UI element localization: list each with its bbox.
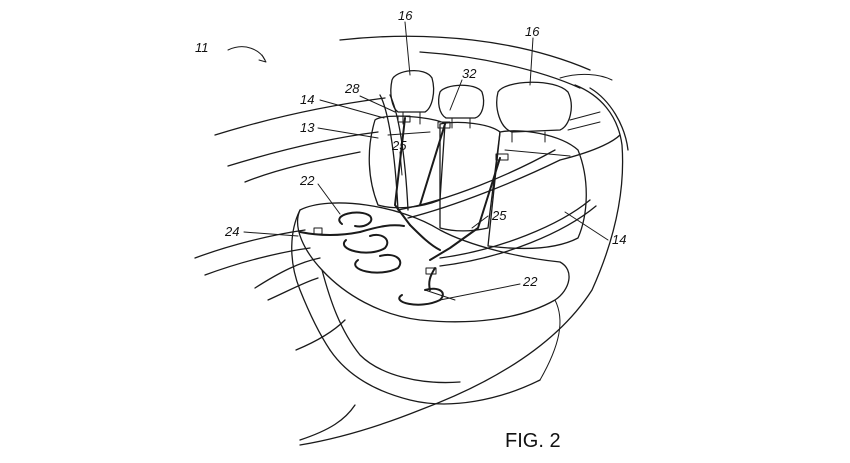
right-pillar xyxy=(300,85,628,445)
ref-16-right: 16 xyxy=(525,24,540,39)
ref-14-left: 14 xyxy=(300,92,314,107)
ref-32: 32 xyxy=(462,66,477,81)
ref-22-right: 22 xyxy=(522,274,538,289)
ref-24: 24 xyxy=(224,224,239,239)
ref-13: 13 xyxy=(300,120,315,135)
ref-25-upper: 25 xyxy=(391,138,407,153)
sensor-loops xyxy=(339,212,455,304)
ref-28: 28 xyxy=(344,81,360,96)
ref-14-right: 14 xyxy=(612,232,626,247)
ref-16-left: 16 xyxy=(398,8,413,23)
leader-lines xyxy=(228,22,608,300)
ref-22-left: 22 xyxy=(299,173,315,188)
ref-11: 11 xyxy=(195,40,209,55)
figure-caption: FIG. 2 xyxy=(505,430,561,452)
ref-25-right: 25 xyxy=(491,208,507,223)
floor-lines xyxy=(195,230,355,440)
reference-labels: 11 16 16 28 32 14 13 25 22 25 24 22 14 xyxy=(195,8,626,289)
